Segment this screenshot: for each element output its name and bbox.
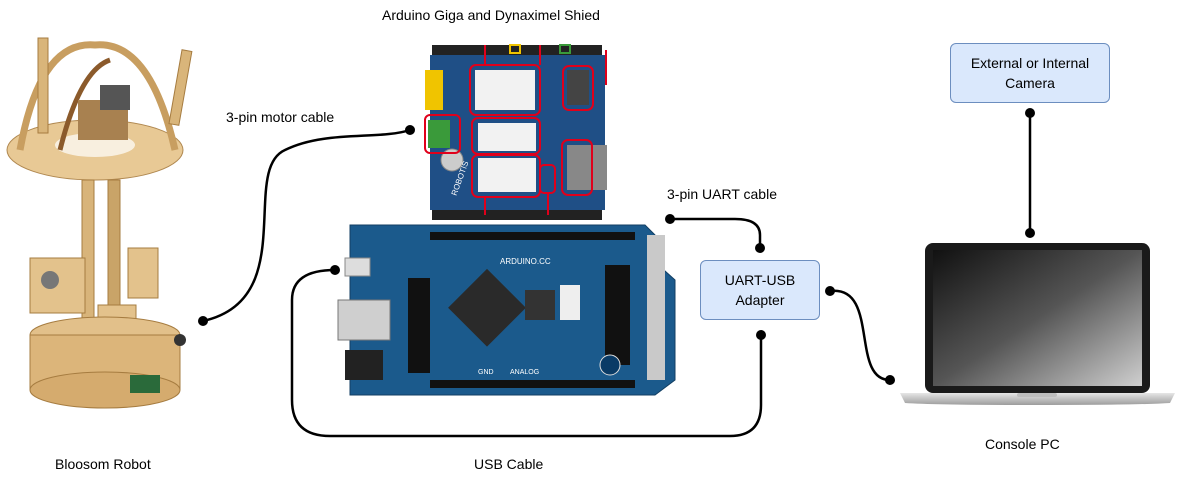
camera-node[interactable]: External or Internal Camera (950, 43, 1110, 103)
uart-cable-label: 3-pin UART cable (667, 186, 777, 202)
motor-cable-end-robot (198, 316, 208, 326)
pc-end-camera (1025, 228, 1035, 238)
usb-cable-end-adapter (756, 330, 766, 340)
usb-cable-end-board (330, 265, 340, 275)
uart-cable-end-adapter (755, 243, 765, 253)
usb-cable-label: USB Cable (474, 456, 544, 472)
usb-cable-line[interactable] (290, 268, 763, 438)
adapter-pc-end-adapter (825, 286, 835, 296)
motor-cable-line[interactable] (201, 128, 412, 323)
motor-cable-label: 3-pin motor cable (226, 109, 335, 125)
camera-end (1025, 108, 1035, 118)
uart-cable-end-board (665, 214, 675, 224)
motor-cable-end-shield (405, 125, 415, 135)
camera-node-label: External or Internal Camera (970, 55, 1090, 91)
uart-cable-line[interactable] (668, 217, 762, 250)
console-pc-label: Console PC (985, 436, 1060, 452)
uart-usb-adapter-node[interactable]: UART-USB Adapter (700, 260, 820, 320)
adapter-to-pc-line[interactable] (828, 289, 892, 382)
shield-title: Arduino Giga and Dynaximel Shied (382, 7, 600, 23)
adapter-pc-end-pc (885, 375, 895, 385)
robot-label: Bloosom Robot (55, 456, 151, 472)
uart-usb-adapter-label: UART-USB Adapter (724, 272, 796, 308)
